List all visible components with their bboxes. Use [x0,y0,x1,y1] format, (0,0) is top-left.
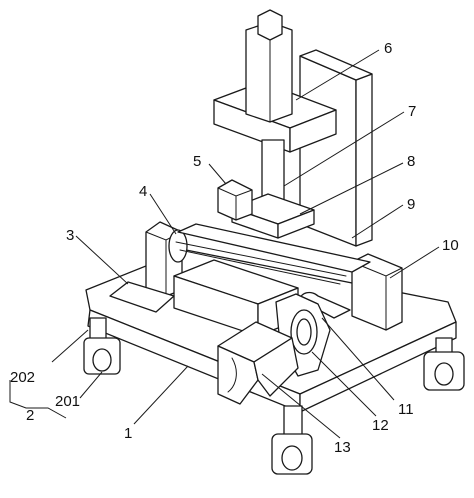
sensor-plate [109,281,175,313]
conveyor-belt [175,223,371,319]
right-roller-mount [351,253,403,331]
label-10: 10 [442,237,459,254]
label-3: 3 [66,227,74,244]
caster-front-right [271,405,313,475]
label-1: 1 [124,425,132,442]
label-9: 9 [407,196,415,213]
label-11: 11 [398,401,414,418]
label-201: 201 [55,393,80,410]
motor [217,321,299,405]
label-6: 6 [384,40,392,57]
label-2: 2 [26,407,34,424]
label-7: 7 [408,103,416,120]
caster-rear-right [423,337,465,391]
label-13: 13 [334,439,351,456]
cylinder [245,9,293,123]
label-202: 202 [10,369,35,386]
label-4: 4 [139,183,147,200]
leader-lines [51,49,440,439]
label-8: 8 [407,153,415,170]
label-12: 12 [372,417,389,434]
bracket-2 [9,380,67,419]
label-5: 5 [193,153,201,170]
rear-block [217,179,253,221]
labels: 6 7 8 9 10 5 4 3 11 12 13 1 202 201 2 [10,40,459,456]
caster-front-left [83,317,121,375]
